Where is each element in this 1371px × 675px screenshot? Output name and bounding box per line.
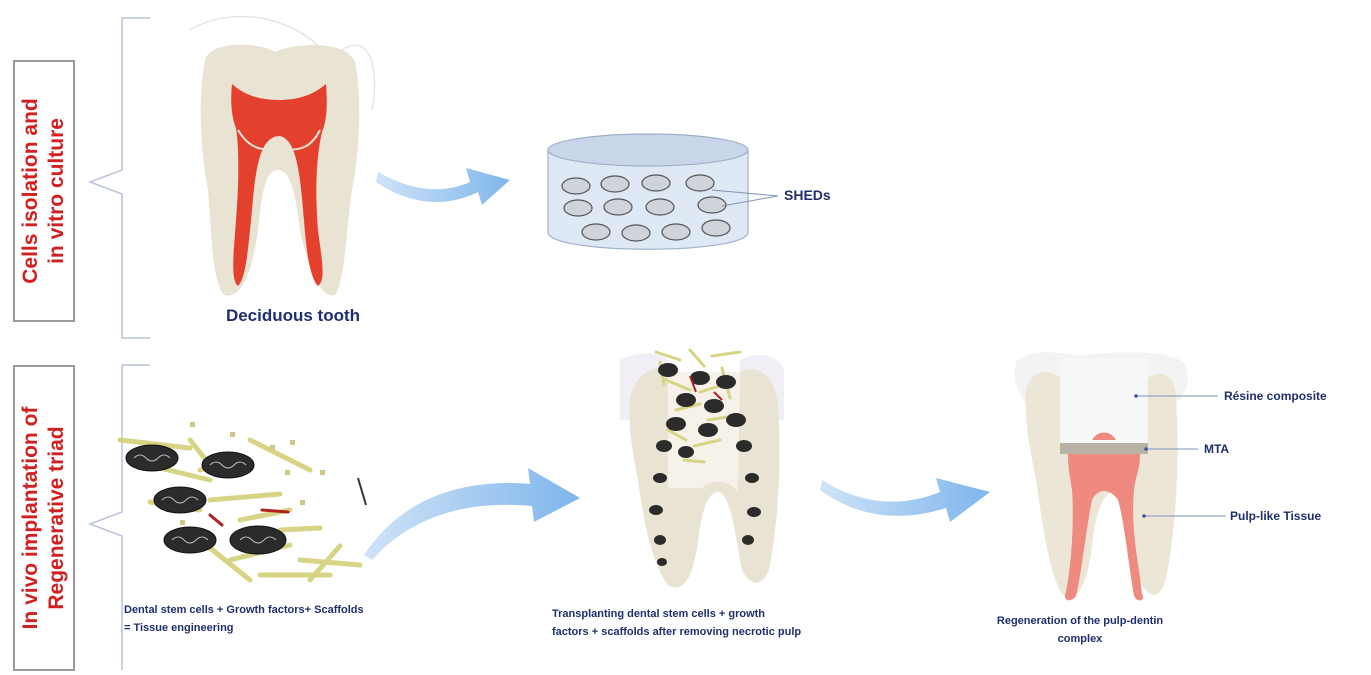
arrow-to-regeneration [820, 478, 990, 522]
caption-triad-line2: = Tissue engineering [124, 622, 234, 634]
regenerated-tooth-illustration [1015, 352, 1188, 600]
deciduous-tooth-pulp [231, 84, 327, 286]
deciduous-tooth-crown [201, 45, 360, 296]
label-sheds: SHEDs [784, 187, 831, 203]
deciduous-tooth-illustration [190, 17, 375, 296]
label-mta: MTA [1204, 442, 1229, 456]
implanted-tooth-illustration [620, 353, 784, 587]
caption-regen-line1: Regeneration of the pulp-dentin [997, 615, 1163, 627]
shed-cells [562, 175, 730, 241]
caption-triad-line1: Dental stem cells + Growth factors+ Scaf… [124, 604, 364, 616]
caption-transplant-line2: factors + scaffolds after removing necro… [552, 626, 801, 638]
arrow-to-culture [376, 168, 510, 205]
pulp-like-tissue [1065, 454, 1143, 600]
triad-needle [358, 478, 366, 505]
label-pulp-like-tissue: Pulp-like Tissue [1230, 509, 1321, 523]
label-resine-composite: Résine composite [1224, 389, 1327, 403]
caption-transplant-line1: Transplanting dental stem cells + growth [552, 608, 765, 620]
mta-layer [1060, 443, 1148, 454]
brace-top [90, 18, 150, 338]
label-deciduous-tooth: Deciduous tooth [226, 306, 360, 325]
caption-regen-line2: complex [1058, 633, 1104, 645]
arrow-to-implantation [364, 468, 580, 560]
triad-stem-cells [126, 445, 286, 554]
resine-composite-block [1060, 358, 1148, 444]
